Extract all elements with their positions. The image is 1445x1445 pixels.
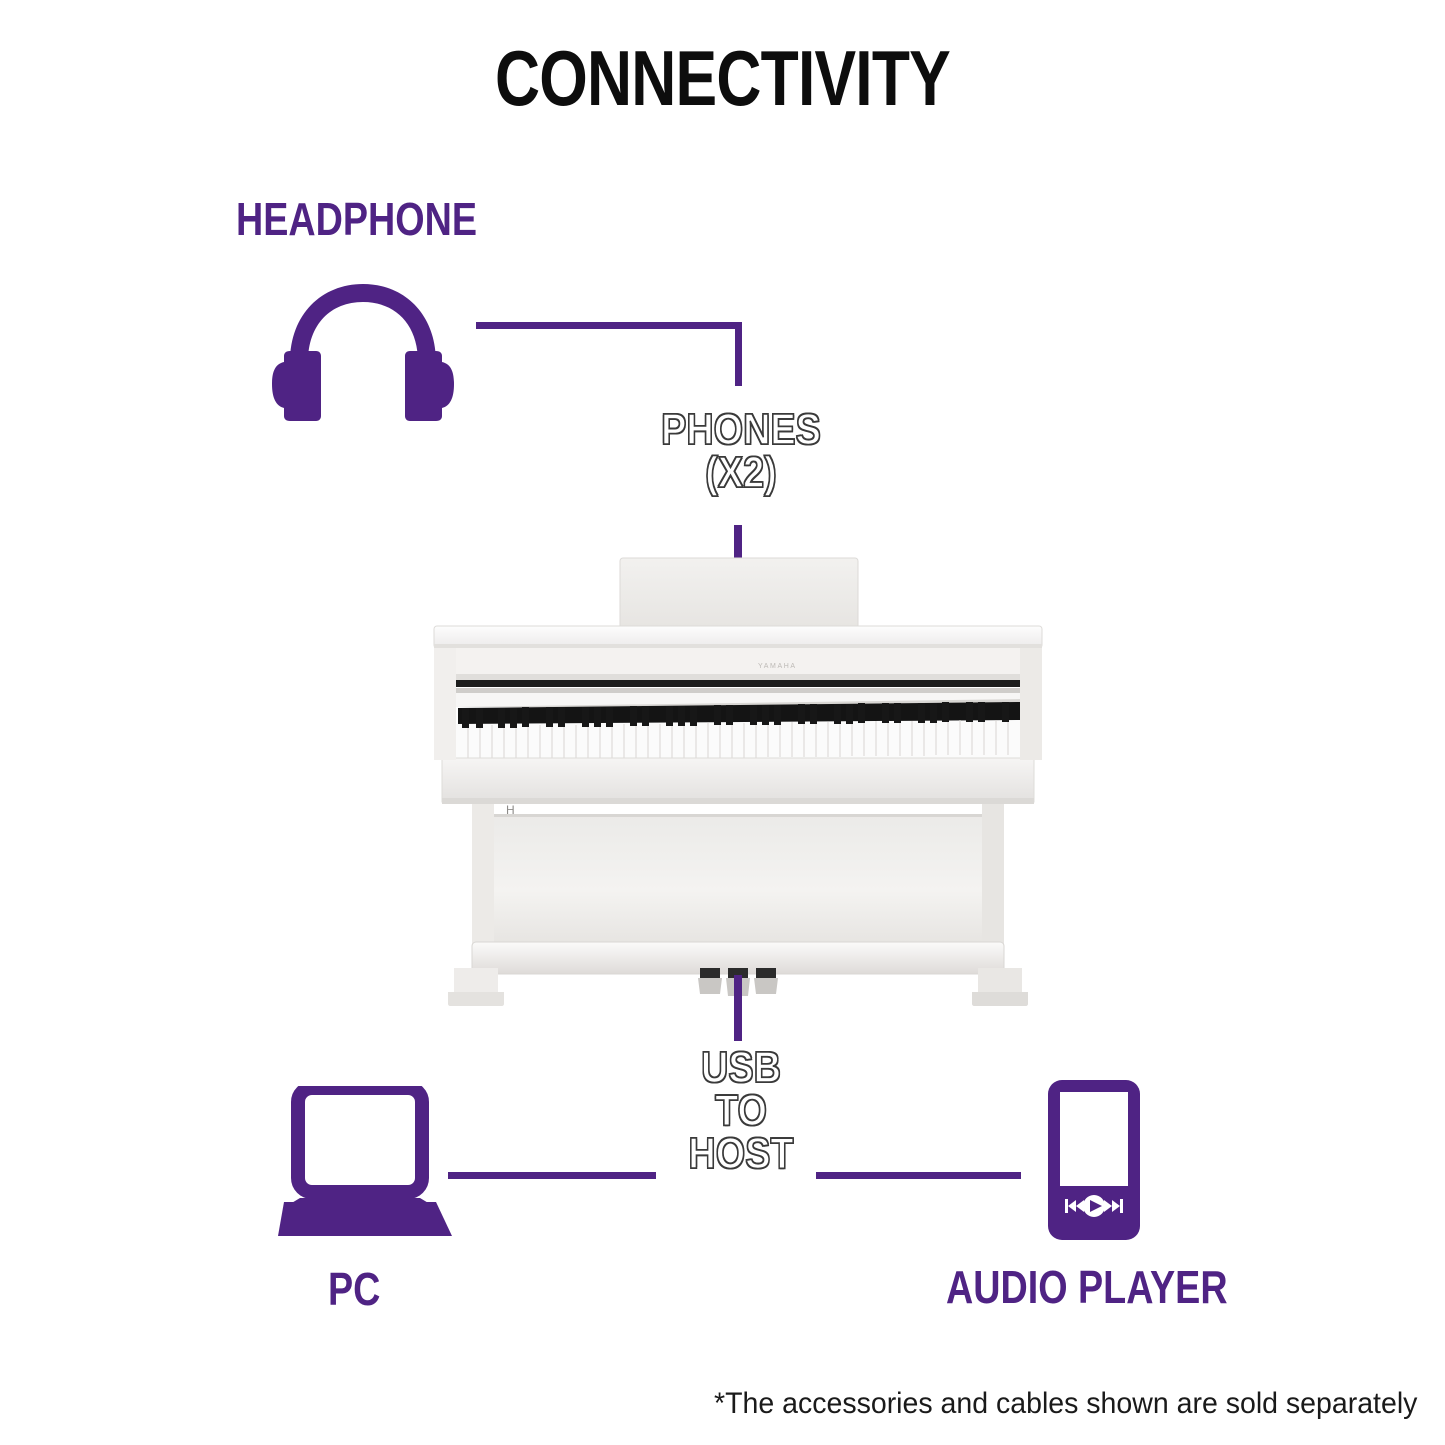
next-track-icon [1104, 1199, 1123, 1213]
headphone-label: HEADPHONE [236, 193, 478, 245]
page-title: CONNECTIVITY [495, 34, 951, 122]
laptop-icon [278, 1081, 454, 1240]
headphone-icon [272, 276, 454, 422]
svg-text:H: H [506, 803, 515, 817]
svg-text:YAMAHA: YAMAHA [758, 663, 797, 670]
portable-media-player-icon [1046, 1078, 1142, 1242]
audio-player-label: AUDIO PLAYER [946, 1261, 1228, 1313]
connector-piano-to-usb [734, 975, 742, 1041]
footnote-text: *The accessories and cables shown are so… [713, 1387, 1417, 1420]
pc-label: PC [328, 1263, 381, 1315]
play-icon [1083, 1195, 1105, 1217]
phones-port-label: PHONES (X2) [660, 405, 821, 498]
connector-phones-to-piano [734, 525, 742, 563]
connector-headphone-to-phones-horizontal [476, 322, 742, 329]
connector-pc-to-usb [448, 1172, 656, 1179]
connector-usb-to-audio-player [816, 1172, 1021, 1179]
connector-headphone-to-phones-vertical [735, 322, 742, 386]
digital-piano-illustration: YAMAHA [428, 556, 1048, 1006]
previous-track-icon [1065, 1199, 1084, 1213]
usb-to-host-port-label: USB TO HOST [688, 1043, 794, 1179]
